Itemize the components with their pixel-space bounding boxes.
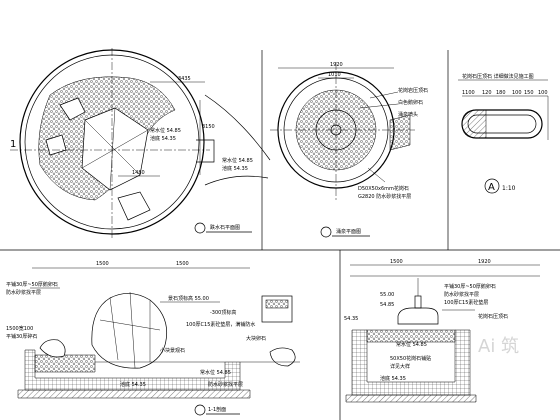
level-text: 常水位 54.85	[396, 341, 427, 348]
dim-text: 3435	[178, 76, 191, 82]
detail-mark: A	[488, 182, 495, 193]
note-text: G2820 防水砂浆找平层	[358, 193, 411, 200]
plan1-panel: 1 3435 3150 1480 常水位 54.85 池底 54.35 常水位 …	[10, 48, 271, 238]
level-text: 常水位 54.85	[150, 127, 181, 134]
coping-stone	[397, 307, 439, 325]
note-text: 防水砂浆找平层	[208, 381, 243, 388]
plan2-panel: 1920 1010 花岗岩压顶石 白色鹅卵石 涌泉喷头 D50X50x6mm花岗…	[270, 62, 428, 238]
dim-text: 100	[512, 90, 522, 96]
note-text: 详见大样	[390, 363, 410, 370]
dim-text: 1500	[390, 259, 403, 265]
note-text: 花岗石压顶石 详细做法见施工图	[462, 73, 534, 80]
note-text: 50X50花岗石铺贴	[390, 355, 431, 362]
watermark-text: Ai 筑	[478, 336, 519, 357]
dim-text: 1500	[176, 261, 189, 267]
note-text: 防水砂浆找平层	[444, 291, 479, 298]
detail-mark-circle	[484, 178, 500, 194]
note-text: 平铺30厚碎石	[6, 333, 37, 340]
note-text: 平铺30厚~50厚鹅卵石	[6, 281, 58, 288]
panel-dividers	[0, 50, 560, 420]
level-text: 池底 54.35	[150, 135, 176, 142]
section1-panel: 1500 1500 平铺30厚~50厚鹅卵石 防水砂浆找平层 1500宽100 …	[6, 261, 300, 416]
section-mark: 1	[10, 139, 16, 150]
note-text: 平铺30厚~50厚鹅卵石	[444, 283, 496, 290]
dim-text: 180	[496, 90, 506, 96]
dim-text: 1480	[132, 170, 145, 176]
level-text: 55.00	[380, 292, 394, 298]
note-text: -300顶标高	[210, 309, 236, 316]
panel-title: 涌泉平面图	[336, 228, 361, 235]
dim-text: 100	[538, 90, 548, 96]
note-text: 花岗岩压顶石	[398, 87, 428, 94]
note-text: 100厚C15素砼垫层	[444, 299, 488, 306]
fountain-nozzle-section	[414, 295, 422, 309]
note-text: 防水砂浆找平层	[6, 289, 41, 296]
section2-panel: 1500 1920 平铺30厚~50厚鹅卵石 防水砂浆找平层 100厚C15素砼…	[344, 259, 540, 403]
level-text: 池底 54.35	[120, 381, 146, 388]
note-text: 涌泉喷头	[398, 111, 418, 118]
level-text: 池底 54.35	[222, 165, 248, 172]
note-text: 花岗石压顶石	[478, 313, 508, 320]
dim-text: 1500	[96, 261, 109, 267]
feature-rock	[91, 293, 168, 369]
detail-scale: 1:10	[502, 185, 516, 192]
note-text: 大块卵石	[246, 335, 266, 342]
dim-text: 1010	[328, 72, 341, 78]
panel-title: 跌水石平面图	[210, 224, 240, 231]
watermark: Ai 筑	[478, 336, 519, 357]
dim-text: 150	[524, 90, 534, 96]
note-text: D50X50x6mm花岗石	[358, 185, 409, 192]
note-text: 1500宽100	[6, 325, 33, 332]
dim-text: 1920	[330, 62, 343, 68]
level-text: 54.35	[344, 316, 358, 322]
note-text: 100厚C15素砼垫层，满铺防水	[186, 321, 255, 328]
note-text: 小块景观石	[160, 347, 185, 354]
level-text: 景石顶标高 55.00	[168, 295, 209, 302]
dim-text: 1100	[462, 90, 475, 96]
level-text: 常水位 54.85	[200, 369, 231, 376]
note-text: 白色鹅卵石	[398, 99, 423, 106]
level-text: 54.85	[380, 302, 394, 308]
level-text: 常水位 54.85	[222, 157, 253, 164]
dim-text: 120	[482, 90, 492, 96]
dim-text: 1920	[478, 259, 491, 265]
panel-title: 1-1剖面	[208, 406, 226, 413]
level-text: 池底 54.35	[380, 375, 406, 382]
dim-text: 3150	[202, 124, 215, 130]
detail-a-panel: 花岗石压顶石 详细做法见施工图 1100 120 180 100 150 100…	[458, 73, 549, 194]
